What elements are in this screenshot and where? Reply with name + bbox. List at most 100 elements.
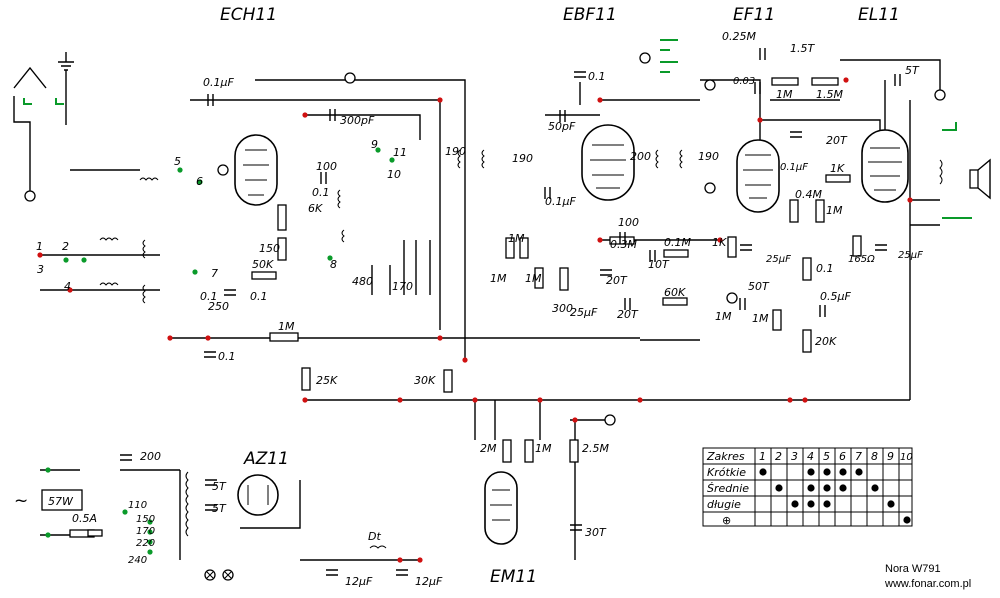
antenna-icon bbox=[13, 66, 64, 195]
value-label: 300pF bbox=[340, 114, 375, 127]
value-label: 0.1μF bbox=[780, 162, 808, 173]
value-label: 200 bbox=[630, 150, 651, 163]
power-rating-box: ~ 57W bbox=[14, 489, 83, 511]
value-label: 100 bbox=[618, 216, 639, 229]
table-header-cell: 5 bbox=[823, 450, 830, 463]
component-value-labels: 0.1μF 300pF 100 6K 150 50K 0.1 250 1M 0.… bbox=[72, 30, 923, 588]
switch-number: 6 bbox=[196, 175, 203, 188]
value-label: 100 bbox=[316, 160, 337, 173]
value-label: 190 bbox=[445, 145, 466, 158]
value-label: 0.5A bbox=[72, 512, 97, 525]
value-label: 170 bbox=[392, 280, 413, 293]
value-label: 0.1 bbox=[588, 70, 606, 83]
switch-number: 9 bbox=[371, 138, 378, 151]
tube-em11 bbox=[484, 471, 518, 545]
table-mark bbox=[823, 468, 831, 476]
value-label: 0.1 bbox=[312, 186, 330, 199]
value-label: 5T bbox=[212, 502, 227, 515]
table-header-cell: 7 bbox=[855, 450, 862, 463]
capacitor-group bbox=[120, 48, 901, 576]
value-label: 300 bbox=[552, 302, 573, 315]
switch-number: 11 bbox=[393, 146, 407, 159]
value-label: 20T bbox=[826, 134, 848, 147]
switch-number: 8 bbox=[330, 258, 337, 271]
table-row-label: ⊕ bbox=[722, 514, 731, 527]
value-label: 6K bbox=[308, 202, 323, 215]
value-label: 1K bbox=[830, 162, 845, 175]
value-label: 0.4M bbox=[795, 188, 822, 201]
value-label: 1K bbox=[712, 236, 727, 249]
value-label: 5T bbox=[212, 480, 227, 493]
value-label: 1M bbox=[278, 320, 295, 333]
switch-number: 2 bbox=[62, 240, 69, 253]
value-label: 12μF bbox=[415, 575, 443, 588]
antenna-socket-icon bbox=[24, 190, 36, 202]
tube-el11 bbox=[861, 129, 909, 203]
switch-number: 4 bbox=[64, 280, 71, 293]
tube-label-ebf11: EBF11 bbox=[563, 5, 617, 25]
table-header-cell: 3 bbox=[791, 450, 798, 463]
tube-az11 bbox=[237, 474, 279, 516]
table-mark bbox=[807, 484, 815, 492]
value-label: 220 bbox=[136, 538, 155, 549]
tube-ef11 bbox=[736, 139, 780, 213]
model-credit: Nora W791 bbox=[885, 563, 941, 575]
table-header-cell: 10 bbox=[900, 452, 913, 463]
value-label: 1M bbox=[776, 88, 793, 101]
table-mark bbox=[759, 468, 767, 476]
value-label: 0.25M bbox=[722, 30, 756, 43]
tube-label-ef11: EF11 bbox=[733, 5, 775, 25]
speaker-icon bbox=[969, 158, 991, 200]
value-label: 50pF bbox=[548, 120, 576, 133]
table-header-cell: 9 bbox=[887, 450, 894, 463]
value-label: 1.5T bbox=[790, 42, 815, 55]
value-label: 0.5μF bbox=[820, 290, 851, 303]
ground-icon bbox=[58, 52, 74, 125]
mains-ac-symbol: ~ bbox=[14, 491, 28, 511]
value-label: 1.5M bbox=[816, 88, 843, 101]
site-credit: www.fonar.com.pl bbox=[884, 578, 971, 590]
tube-label-az11: AZ11 bbox=[243, 449, 289, 469]
value-label: 480 bbox=[352, 275, 373, 288]
value-label: 60K bbox=[664, 286, 686, 299]
value-label: 0.03 bbox=[733, 76, 755, 87]
value-label: 30T bbox=[585, 526, 607, 539]
table-mark bbox=[871, 484, 879, 492]
value-label: 5T bbox=[905, 64, 920, 77]
value-label: Dt bbox=[368, 530, 381, 543]
value-label: 190 bbox=[512, 152, 533, 165]
value-label: 170 bbox=[136, 526, 155, 537]
value-label: 20T bbox=[606, 274, 628, 287]
value-label: 1M bbox=[525, 272, 542, 285]
value-label: 25μF bbox=[898, 250, 923, 261]
value-label: 0.1 bbox=[250, 290, 268, 303]
value-label: 2.5M bbox=[582, 442, 609, 455]
switch-number: 7 bbox=[211, 267, 218, 280]
tube-label-el11: EL11 bbox=[858, 5, 900, 25]
tube-label-ech11: ECH11 bbox=[220, 5, 277, 25]
value-label: 0.1M bbox=[664, 236, 691, 249]
value-label: 1M bbox=[826, 204, 843, 217]
table-row-label: Krótkie bbox=[707, 466, 746, 479]
value-label: 10T bbox=[648, 258, 670, 271]
table-mark bbox=[823, 484, 831, 492]
value-label: 1M bbox=[715, 310, 732, 323]
value-label: 0.1 bbox=[200, 290, 218, 303]
table-header-cell: Zakres bbox=[706, 450, 745, 463]
table-mark bbox=[839, 468, 847, 476]
value-label: 110 bbox=[128, 500, 147, 511]
switch-number: 3 bbox=[37, 263, 44, 276]
value-label: 25μF bbox=[570, 306, 598, 319]
table-row-label: Średnie bbox=[707, 482, 749, 495]
value-label: 2M bbox=[480, 442, 497, 455]
node-dots bbox=[37, 77, 913, 563]
value-label: 50K bbox=[252, 258, 274, 271]
table-mark bbox=[887, 500, 895, 508]
value-label: 0.1μF bbox=[203, 76, 234, 89]
value-label: 150 bbox=[136, 514, 155, 525]
value-label: 12μF bbox=[345, 575, 373, 588]
value-label: 25μF bbox=[766, 254, 791, 265]
pilot-lamps-icon bbox=[204, 569, 234, 581]
table-mark bbox=[903, 516, 911, 524]
